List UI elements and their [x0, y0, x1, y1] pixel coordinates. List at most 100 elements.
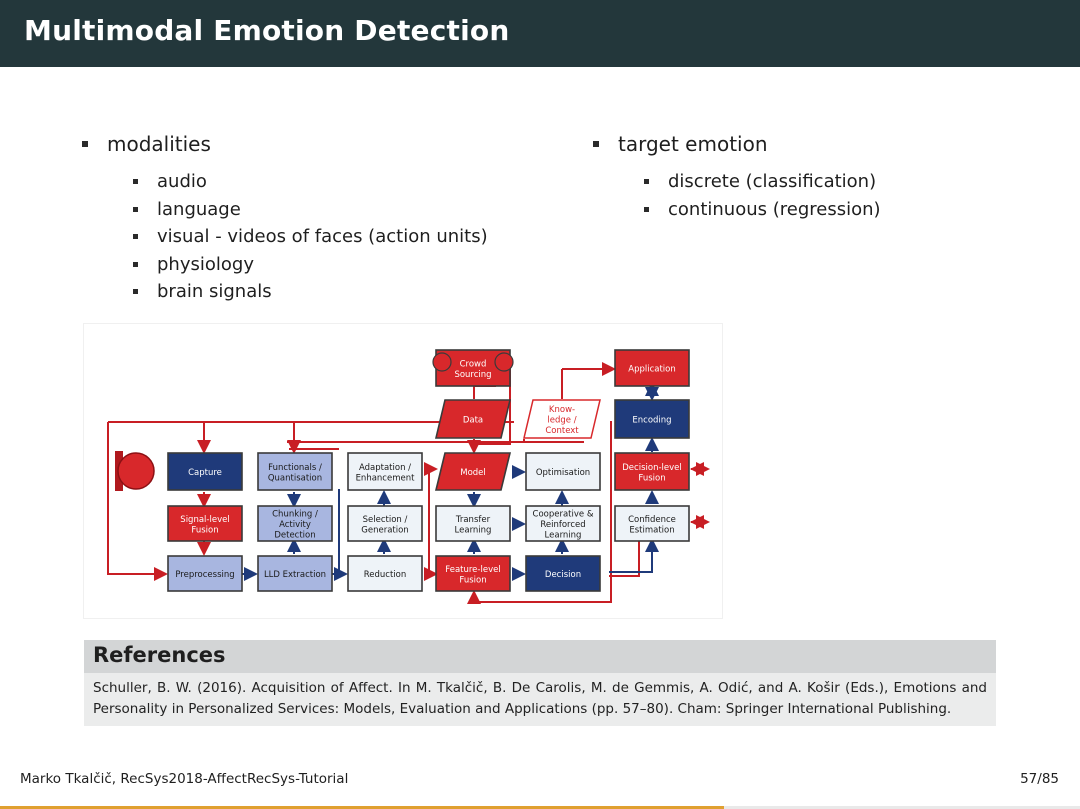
node-box — [347, 452, 423, 491]
node-label: Selection / — [363, 515, 408, 525]
node-box — [434, 452, 512, 491]
diagram-node-encoding: Encoding — [614, 399, 690, 439]
target-emotion-bullet: target emotion discrete (classification)… — [591, 128, 1031, 223]
node-label: Transfer — [455, 515, 491, 525]
node-box — [614, 399, 690, 439]
footer-author: Marko Tkalčič, RecSys2018-AffectRecSys-T… — [20, 771, 349, 787]
node-label: Sourcing — [454, 370, 491, 380]
node-label: Encoding — [632, 416, 671, 426]
node-box — [614, 349, 690, 387]
node-box — [167, 555, 243, 592]
node-label: Know- — [549, 405, 575, 415]
node-label: Preprocessing — [175, 570, 234, 580]
node-box — [614, 452, 690, 491]
node-label: Estimation — [629, 525, 674, 535]
modality-item: brain signals — [107, 278, 560, 306]
connector — [609, 538, 659, 573]
modality-item: language — [107, 196, 560, 224]
modalities-bullet: modalities audio language visual - video… — [80, 128, 560, 306]
node-label: Adaptation / — [359, 463, 411, 473]
node-label: Generation — [361, 525, 408, 535]
slide-title: Multimodal Emotion Detection — [24, 14, 510, 47]
references-header: References — [84, 640, 996, 673]
crowd-circle-icon — [432, 352, 452, 372]
connector — [107, 422, 168, 581]
node-label: Decision — [545, 570, 581, 580]
node-label: Chunking / — [272, 510, 318, 520]
node-box — [167, 505, 243, 542]
node-label: Data — [463, 416, 483, 426]
connector — [467, 421, 612, 604]
node-label: Quantisation — [268, 473, 322, 483]
node-label: Functionals / — [268, 463, 322, 473]
node-box — [435, 505, 511, 542]
node-label: Fusion — [191, 525, 218, 535]
diagram-node-application: Application — [614, 349, 690, 387]
node-label: Fusion — [459, 575, 486, 585]
node-label: Application — [628, 365, 676, 375]
signal-source-icon — [115, 451, 155, 491]
title-bar: Multimodal Emotion Detection — [0, 0, 1080, 67]
references-block: References Schuller, B. W. (2016). Acqui… — [84, 640, 996, 726]
node-label: Reinforced — [540, 520, 585, 530]
crowd-circle-icon — [494, 352, 514, 372]
node-label: Decision-level — [622, 463, 681, 473]
connector — [477, 368, 511, 445]
node-box — [435, 555, 511, 592]
node-label: Feature-level — [445, 565, 500, 575]
node-box — [257, 555, 333, 592]
diagram-node-data: Data — [434, 399, 512, 439]
connector — [424, 469, 438, 581]
node-label: Context — [545, 426, 579, 436]
node-label: Optimisation — [536, 468, 590, 478]
diagram-node-decision: Decision — [525, 555, 601, 592]
diagram-node-adaptation: Adaptation /Enhancement — [347, 452, 423, 491]
node-label: Cooperative & — [533, 510, 594, 520]
node-label: Crowd — [460, 359, 487, 369]
target-emotion-item: discrete (classification) — [618, 168, 1031, 196]
node-label: Fusion — [638, 473, 665, 483]
diagram-node-selection: Selection /Generation — [347, 505, 423, 542]
node-label: Detection — [274, 531, 315, 541]
node-box — [257, 452, 333, 491]
node-label: LLD Extraction — [264, 570, 326, 580]
node-label: Activity — [279, 520, 311, 530]
node-label: Learning — [545, 531, 582, 541]
node-box — [614, 505, 690, 542]
connector — [473, 385, 496, 399]
reference-citation: Schuller, B. W. (2016). Acquisition of A… — [84, 673, 996, 726]
node-box — [525, 452, 601, 491]
modalities-heading: modalities — [107, 132, 211, 156]
page-number: 57/85 — [1020, 771, 1059, 787]
modalities-column: modalities audio language visual - video… — [80, 128, 560, 306]
node-box — [257, 505, 333, 542]
target-emotion-column: target emotion discrete (classification)… — [591, 128, 1031, 223]
modality-item: visual - videos of faces (action units) — [107, 223, 560, 251]
node-box — [347, 555, 423, 592]
node-label: Confidence — [628, 515, 676, 525]
diagram-node-knowledge: Know-ledge /Context — [523, 399, 601, 439]
modality-item: audio — [107, 168, 560, 196]
node-box — [525, 505, 601, 542]
diagram-node-functionals: Functionals /Quantisation — [257, 452, 333, 491]
diagram-node-optimisation: Optimisation — [525, 452, 601, 491]
diagram-node-preprocessing: Preprocessing — [167, 555, 243, 592]
slide-progress-fill — [0, 806, 725, 809]
references-heading: References — [93, 643, 226, 667]
diagram-node-lld: LLD Extraction — [257, 555, 333, 592]
diagram-node-model: Model — [434, 452, 512, 491]
node-label: Learning — [455, 525, 492, 535]
node-label: ledge / — [547, 416, 576, 426]
node-label: Capture — [188, 468, 222, 478]
node-box — [167, 452, 243, 491]
target-emotion-item: continuous (regression) — [618, 196, 1031, 224]
